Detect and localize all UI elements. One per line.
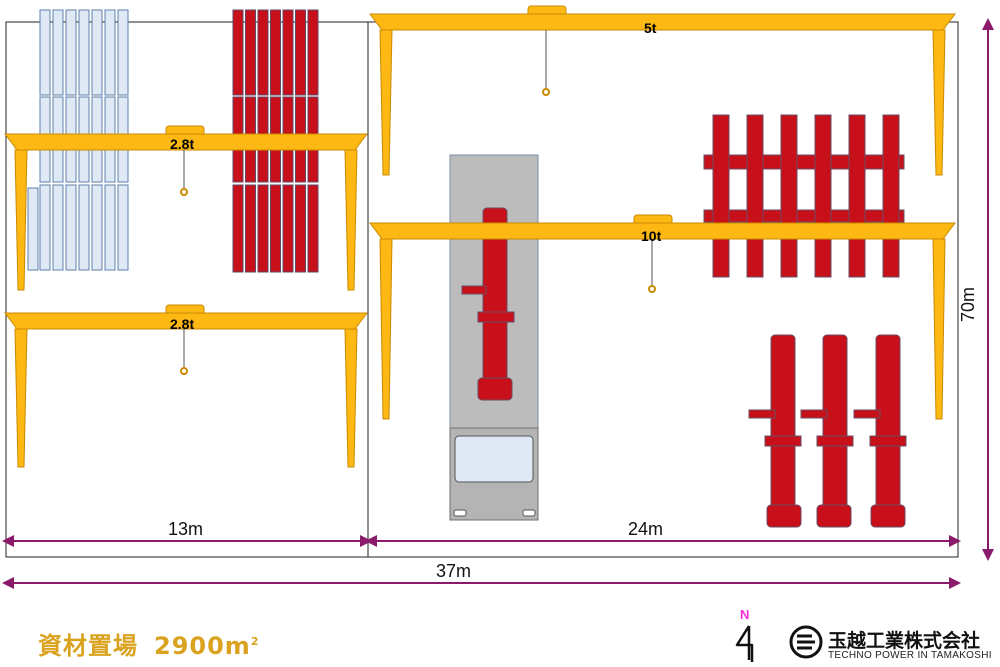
column-bracket [477, 311, 515, 323]
site-name: 資材置場 [38, 632, 138, 660]
frame-beam [703, 209, 905, 223]
blue-stack-bar [65, 9, 77, 96]
column-bracket [461, 285, 487, 295]
column-bracket [816, 435, 854, 447]
crane-hook-icon [648, 285, 656, 293]
company-tagline: TECHNO POWER IN TAMAKOSHI [828, 650, 992, 661]
site-area: 2900m [154, 632, 251, 660]
steel-column-on-truck [461, 207, 515, 401]
frame-post [882, 114, 900, 278]
company-logo-icon [789, 625, 823, 659]
crane-leg [379, 29, 393, 176]
red-stack-bar [270, 9, 281, 96]
crane-leg [344, 149, 358, 291]
blue-stack-bar [39, 184, 51, 271]
crane-label-2.8t-upper: 2.8t [170, 136, 195, 152]
column-bracket [764, 435, 802, 447]
crane-hook-icon [542, 88, 550, 96]
column-bracket [853, 409, 881, 419]
red-stack-bar [232, 184, 244, 273]
column-base [477, 377, 513, 401]
dim-label-west: 13m [168, 519, 204, 539]
red-stack-bar [257, 184, 269, 273]
red-stack-bar [257, 9, 269, 96]
blue-stack-bar [52, 184, 64, 271]
frame-post [814, 114, 832, 278]
blue-stack-bar [117, 184, 129, 271]
blue-stack-bar [104, 9, 116, 96]
site-area-unit-sup: 2 [250, 635, 260, 648]
red-stack-bar [295, 184, 306, 273]
truck [449, 154, 539, 521]
crane-label-10t: 10t [641, 228, 662, 244]
column-shaft [770, 334, 796, 511]
frame-post [780, 114, 798, 278]
frame-post [746, 114, 764, 278]
red-stack-bar [245, 184, 256, 273]
red-stack-bar [232, 9, 244, 96]
north-label: N [740, 607, 750, 622]
site-title: 資材置場 2900m2 [38, 626, 259, 661]
blue-stack-bar [78, 9, 90, 96]
gantry-crane [369, 214, 956, 420]
red-stack-bar [307, 9, 319, 96]
crane-girder [369, 13, 956, 31]
frame-post [848, 114, 866, 278]
blue-stack-bar [39, 9, 51, 96]
crane-leg [344, 328, 358, 468]
crane-leg [379, 238, 393, 420]
frame-post [712, 114, 730, 278]
column-shaft [822, 334, 848, 511]
column-bracket [748, 409, 776, 419]
column-bracket [869, 435, 907, 447]
crane-leg [14, 149, 28, 291]
crane-label-5t: 5t [644, 20, 657, 36]
column-base [816, 504, 852, 528]
crane-leg [932, 29, 946, 176]
overhead-cranes [4, 5, 956, 468]
blue-stack-bar [91, 9, 103, 96]
crane-leg [14, 328, 28, 468]
gantry-crane [4, 304, 368, 468]
dimension-lines [2, 18, 994, 589]
red-stack-bar [282, 9, 294, 96]
blue-stack-bar [27, 187, 39, 271]
dim-label-length: 70m [958, 286, 978, 322]
steel-columns-group [748, 334, 907, 528]
blue-stack-bar [104, 184, 116, 271]
blue-stack-bar [65, 184, 77, 271]
crane-label-2.8t-lower: 2.8t [170, 316, 195, 332]
company-name: 玉越工業株式会社 [828, 630, 981, 652]
gantry-crane [4, 125, 368, 291]
gantry-crane [369, 5, 956, 176]
blue-stack-bar [117, 9, 129, 96]
column-base [766, 504, 802, 528]
blue-stack-bar [78, 184, 90, 271]
crane-hook-icon [180, 188, 188, 196]
column-bracket [800, 409, 828, 419]
crane-hook-icon [180, 367, 188, 375]
crane-girder [369, 222, 956, 240]
crane-leg [932, 238, 946, 420]
red-stack-bar [270, 184, 281, 273]
steel-frames-stack [703, 114, 905, 278]
column-shaft [875, 334, 901, 511]
column-base [870, 504, 906, 528]
frame-beam [703, 154, 905, 170]
red-stack-bar [245, 9, 256, 96]
north-arrow-icon [735, 625, 754, 662]
dim-label-east: 24m [628, 519, 664, 539]
dim-label-total: 37m [436, 561, 472, 581]
blue-stack-bar [52, 9, 64, 96]
red-stack-bar [282, 184, 294, 273]
red-stack-bar [295, 9, 306, 96]
blue-stack-bar [91, 184, 103, 271]
red-stack-bar [307, 184, 319, 273]
